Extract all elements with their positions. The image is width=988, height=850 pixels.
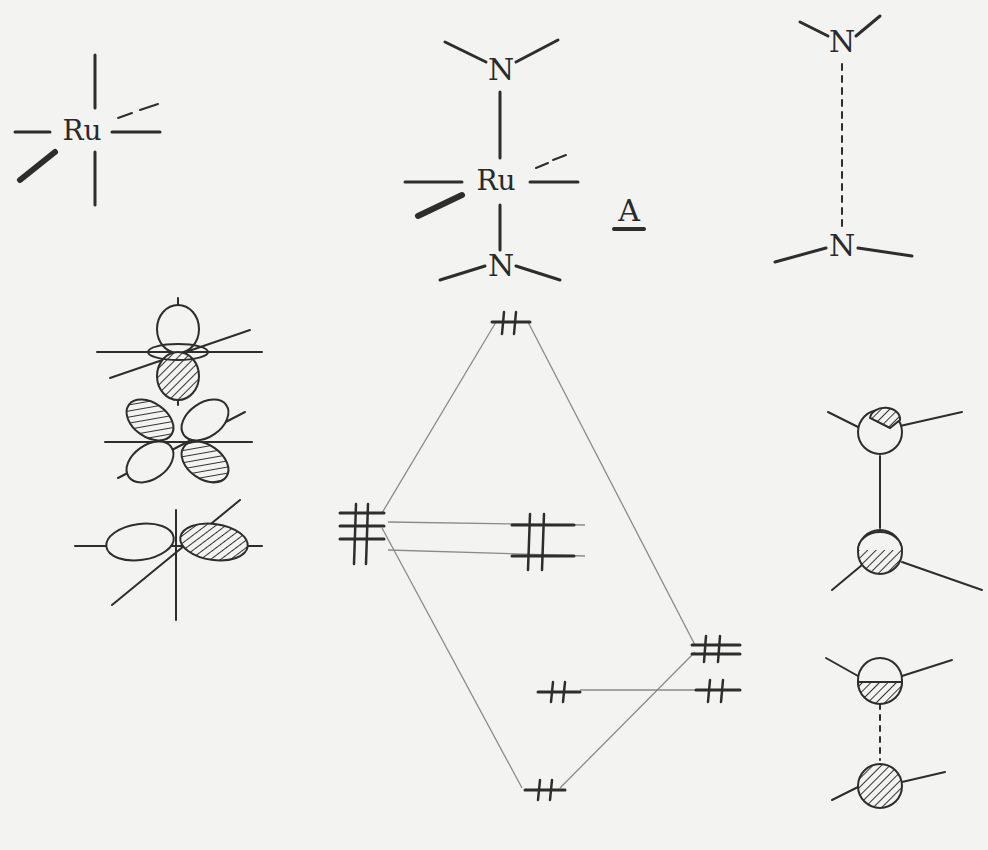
atom-label: N bbox=[829, 27, 855, 57]
atom-label: N bbox=[488, 251, 514, 281]
atom-label: N bbox=[829, 231, 855, 261]
atom-label: Ru bbox=[62, 117, 101, 145]
complex-label: A bbox=[618, 196, 640, 226]
atom-label: N bbox=[488, 55, 514, 85]
atom-label: Ru bbox=[476, 167, 515, 195]
